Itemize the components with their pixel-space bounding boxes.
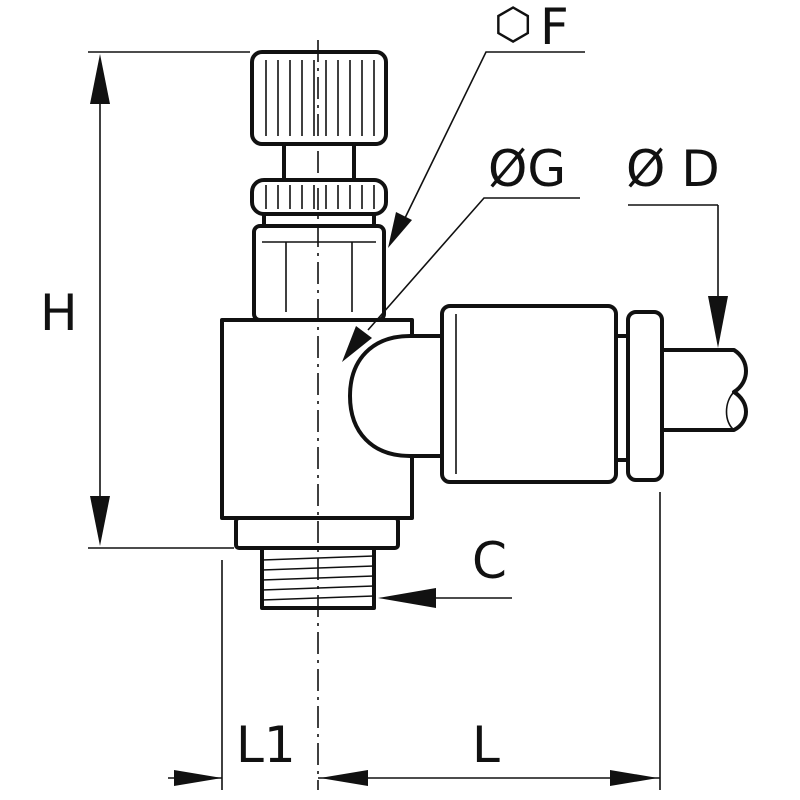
label-h: H xyxy=(40,284,78,342)
fitting-part xyxy=(220,50,748,610)
release-ring xyxy=(626,310,664,482)
tube xyxy=(660,348,748,432)
push-in-sleeve xyxy=(440,304,618,484)
elbow-cap xyxy=(348,334,447,458)
leader-d-arrow xyxy=(708,296,728,348)
ring-neck xyxy=(262,212,376,228)
leader-f xyxy=(388,51,585,248)
hex-nut xyxy=(252,224,386,322)
adjust-stem xyxy=(282,140,356,182)
hex-symbol-label: ⬡ xyxy=(494,0,533,50)
bottom-collar xyxy=(234,516,400,550)
label-l1: L1 xyxy=(236,716,296,774)
extension-lines xyxy=(88,51,719,790)
label-d: Ø D xyxy=(626,140,720,198)
label-c: C xyxy=(472,532,507,590)
dimension-l1-l xyxy=(168,770,660,786)
label-l: L xyxy=(472,716,500,774)
label-g: ØG xyxy=(488,140,567,198)
dimension-h xyxy=(90,54,110,546)
label-f: F xyxy=(540,0,569,56)
leader-c xyxy=(378,588,512,608)
knurled-knob xyxy=(250,50,388,146)
lock-ring xyxy=(250,178,388,216)
leader-g xyxy=(342,197,580,362)
